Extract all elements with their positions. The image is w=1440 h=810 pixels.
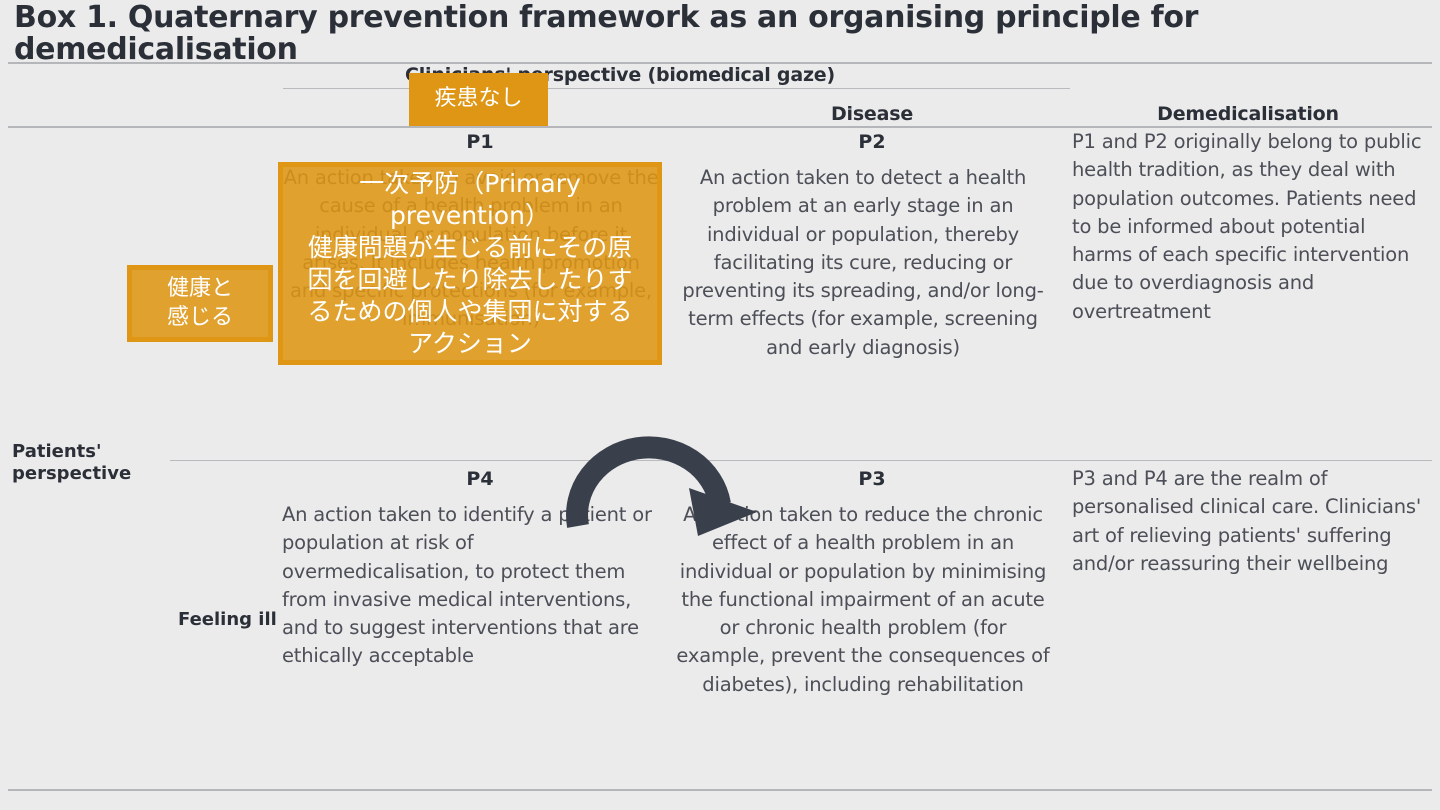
- row-header-feeling-ill: Feeling ill: [178, 609, 277, 630]
- rule-table-bottom: [8, 789, 1432, 791]
- annotation-fw-line-2: 感じる: [166, 304, 233, 330]
- annotation-pp-line-4: 因を回避したり除去したりす: [307, 264, 633, 294]
- cell-p3: An action taken to reduce the chronic ef…: [676, 503, 1050, 696]
- annotation-no-disease-ja: 疾患なし: [409, 73, 548, 126]
- annotation-primary-prevention-text: 一次予防（Primary prevention） 健康問題が生じる前にその原 因…: [291, 168, 649, 360]
- clinicians-perspective-header: Clinicians' perspective (biomedical gaze…: [405, 64, 835, 86]
- code-p4: P4: [466, 468, 494, 490]
- code-p2: P2: [858, 131, 886, 153]
- rule-under-clinicians-header: [283, 88, 1070, 89]
- annotation-pp-line-1: 一次予防（Primary: [359, 168, 581, 198]
- cell-p2: An action taken to detect a health probl…: [682, 166, 1044, 359]
- column-header-demedicalisation: Demedicalisation: [1157, 103, 1339, 125]
- cell-demedicalisation-top: P1 and P2 originally belong to public he…: [1072, 130, 1422, 323]
- annotation-no-disease-text: 疾患なし: [434, 86, 523, 112]
- annotation-pp-line-2: prevention）: [390, 200, 550, 230]
- annotation-feeling-well-ja: 健康と 感じる: [127, 265, 273, 342]
- annotation-pp-line-6: アクション: [408, 328, 532, 358]
- cell-demedicalisation-bottom: P3 and P4 are the realm of personalised …: [1072, 467, 1422, 575]
- rule-between-rows: [170, 460, 1432, 461]
- annotation-pp-line-5: るための個人や集団に対する: [307, 296, 633, 326]
- column-header-disease: Disease: [830, 103, 914, 125]
- annotation-feeling-well-text: 健康と 感じる: [132, 275, 268, 331]
- patients-perspective-header: Patients' perspective: [12, 441, 132, 484]
- page-title: Box 1. Quaternary prevention framework a…: [14, 0, 1199, 68]
- rule-under-column-headers: [8, 126, 1432, 128]
- annotation-primary-prevention-ja: 一次予防（Primary prevention） 健康問題が生じる前にその原 因…: [278, 162, 662, 365]
- code-p1: P1: [466, 131, 494, 153]
- annotation-pp-line-3: 健康問題が生じる前にその原: [307, 232, 633, 262]
- rule-under-title: [8, 62, 1432, 64]
- code-p3: P3: [858, 468, 886, 490]
- cell-p4: An action taken to identify a patient or…: [282, 503, 652, 668]
- annotation-fw-line-1: 健康と: [166, 276, 233, 302]
